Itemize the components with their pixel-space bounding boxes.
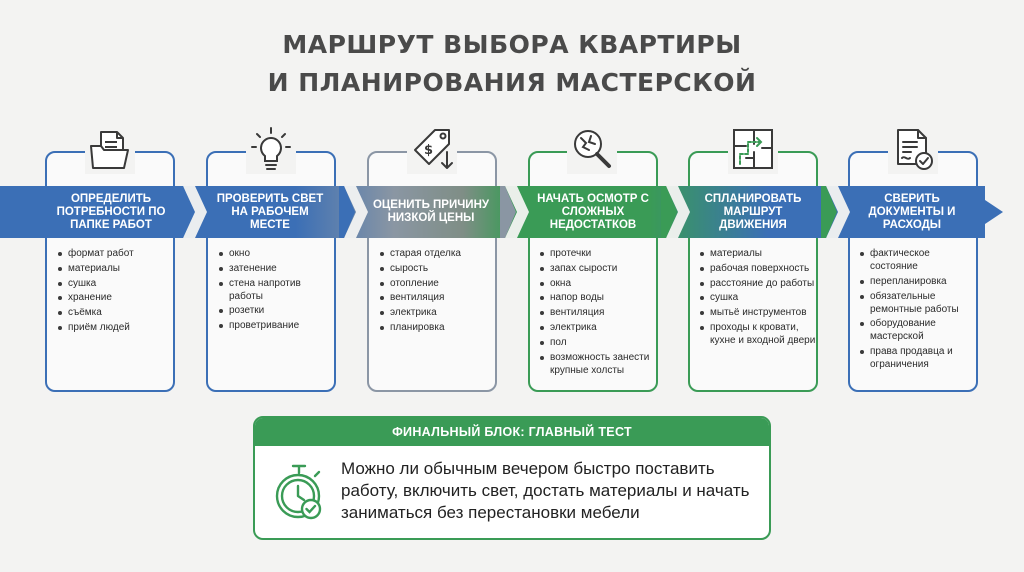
list-item: проходы к кровати, кухне и входной двери xyxy=(700,321,816,347)
list-item: оборудование мастерской xyxy=(860,317,976,343)
step-label-2: ПРОВЕРИТЬ СВЕТ НА РАБОЧЕМ МЕСТЕ xyxy=(216,192,324,231)
list-item: затенение xyxy=(219,262,331,275)
list-item: перепланировка xyxy=(860,275,976,288)
step-label-5: СПЛАНИРОВАТЬ МАРШРУТ ДВИЖЕНИЯ xyxy=(704,192,802,231)
title-line-1: МАРШРУТ ВЫБОРА КВАРТИРЫ xyxy=(282,30,742,59)
step-list-4: протечки запах сырости окна напор воды в… xyxy=(540,247,652,378)
step-list-2: окно затенение стена напротив работы роз… xyxy=(219,247,331,334)
list-item: вентиляция xyxy=(540,306,652,319)
final-block-header: ФИНАЛЬНЫЙ БЛОК: ГЛАВНЫЙ ТЕСТ xyxy=(255,418,769,446)
final-block: ФИНАЛЬНЫЙ БЛОК: ГЛАВНЫЙ ТЕСТ Можно ли об… xyxy=(253,416,771,540)
title-line-2: И ПЛАНИРОВАНИЯ МАСТЕРСКОЙ xyxy=(267,68,757,97)
floor-plan-route-icon xyxy=(728,124,778,174)
list-item: сушка xyxy=(700,291,816,304)
list-item: приём людей xyxy=(58,321,170,334)
list-item: пол xyxy=(540,336,652,349)
list-item: права продавца и ограничения xyxy=(860,345,976,371)
list-item: электрика xyxy=(540,321,652,334)
document-check-icon xyxy=(888,124,938,174)
list-item: окна xyxy=(540,277,652,290)
list-item: съёмка xyxy=(58,306,170,319)
list-item: формат работ xyxy=(58,247,170,260)
step-list-5: материалы рабочая поверхность расстояние… xyxy=(700,247,816,349)
list-item: фактическое состояние xyxy=(860,247,976,273)
list-item: отопление xyxy=(380,277,492,290)
list-item: обязательные ремонтные работы xyxy=(860,290,976,316)
list-item: возможность занести крупные холсты xyxy=(540,351,652,377)
list-item: вентиляция xyxy=(380,291,492,304)
list-item: протечки xyxy=(540,247,652,260)
light-bulb-icon xyxy=(246,124,296,174)
list-item: планировка xyxy=(380,321,492,334)
list-item: запах сырости xyxy=(540,262,652,275)
svg-text:$: $ xyxy=(424,143,433,158)
list-item: материалы xyxy=(58,262,170,275)
list-item: напор воды xyxy=(540,291,652,304)
step-label-1: ОПРЕДЕЛИТЬ ПОТРЕБНОСТИ ПО ПАПКЕ РАБОТ xyxy=(56,192,166,231)
list-item: мытьё инструментов xyxy=(700,306,816,319)
folder-documents-icon xyxy=(85,124,135,174)
step-list-3: старая отделка сырость отопление вентиля… xyxy=(380,247,492,336)
list-item: проветривание xyxy=(219,319,331,332)
list-item: старая отделка xyxy=(380,247,492,260)
price-tag-icon: $ xyxy=(407,124,457,174)
list-item: сырость xyxy=(380,262,492,275)
magnifier-crack-icon xyxy=(567,124,617,174)
list-item: рабочая поверхность xyxy=(700,262,816,275)
step-label-3: ОЦЕНИТЬ ПРИЧИНУ НИЗКОЙ ЦЕНЫ xyxy=(372,199,490,224)
list-item: сушка xyxy=(58,277,170,290)
process-arrow-band xyxy=(0,182,1024,242)
list-item: окно xyxy=(219,247,331,260)
list-item: материалы xyxy=(700,247,816,260)
list-item: электрика xyxy=(380,306,492,319)
list-item: расстояние до работы xyxy=(700,277,816,290)
step-list-6: фактическое состояние перепланировка обя… xyxy=(860,247,976,373)
list-item: стена напротив работы xyxy=(219,277,331,303)
step-label-4: НАЧАТЬ ОСМОТР С СЛОЖНЫХ НЕДОСТАТКОВ xyxy=(537,192,649,231)
step-list-1: формат работ материалы сушка хранение съ… xyxy=(58,247,170,336)
final-block-text: Можно ли обычным вечером быстро поставит… xyxy=(341,459,750,522)
list-item: розетки xyxy=(219,304,331,317)
page-title: МАРШРУТ ВЫБОРА КВАРТИРЫ И ПЛАНИРОВАНИЯ М… xyxy=(0,26,1024,102)
list-item: хранение xyxy=(58,291,170,304)
step-label-6: СВЕРИТЬ ДОКУМЕНТЫ И РАСХОДЫ xyxy=(868,192,956,231)
stopwatch-check-icon xyxy=(271,462,327,524)
